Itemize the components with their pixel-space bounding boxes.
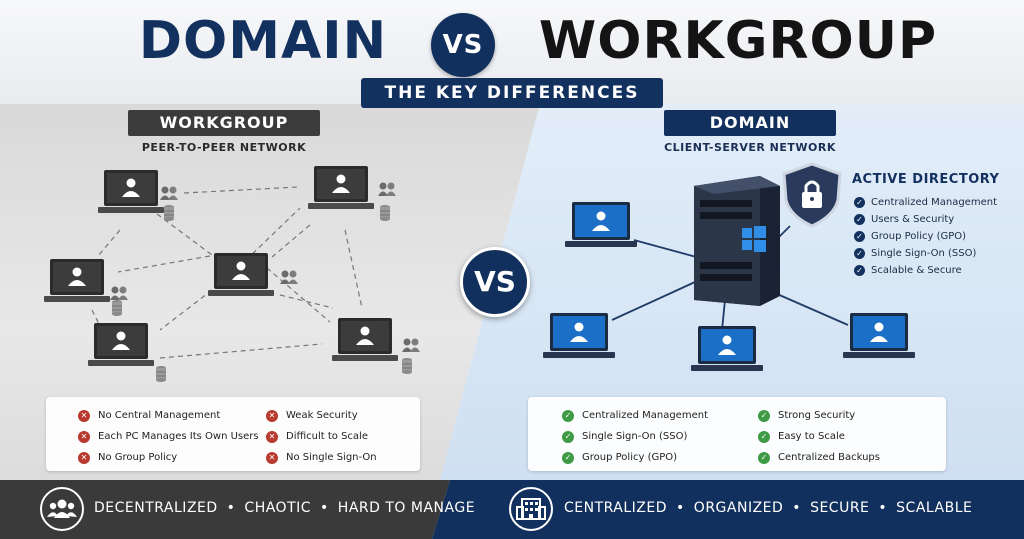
database-icon — [111, 299, 123, 317]
workgroup-sublabel: PEER-TO-PEER NETWORK — [141, 141, 307, 154]
list-item: ✓Scalable & Secure — [854, 262, 997, 279]
vs-badge: VS — [431, 13, 495, 77]
list-item: ✓Centralized Management — [562, 405, 708, 426]
cross-icon: ✕ — [78, 451, 90, 464]
people-icon — [110, 286, 128, 300]
domain-pros-col-1: ✓Centralized Management ✓Single Sign-On … — [562, 405, 708, 468]
list-item: ✕No Single Sign-On — [266, 447, 377, 468]
domain-pc-2 — [543, 313, 615, 358]
people-icon — [378, 182, 396, 196]
active-directory-title: ACTIVE DIRECTORY — [852, 172, 1000, 187]
workgroup-pc-3 — [44, 259, 110, 302]
workgroup-cons-box: ✕No Central Management ✕Each PC Manages … — [46, 397, 420, 471]
list-item: ✓Strong Security — [758, 405, 880, 426]
list-item: ✕No Group Policy — [78, 447, 259, 468]
list-item: ✓Single Sign-On (SSO) — [562, 426, 708, 447]
database-icon — [401, 357, 413, 375]
domain-pros-box: ✓Centralized Management ✓Single Sign-On … — [528, 397, 946, 471]
domain-sublabel: CLIENT-SERVER NETWORK — [664, 141, 836, 154]
list-item: ✓Users & Security — [854, 211, 997, 228]
workgroup-pc-2 — [308, 166, 374, 209]
list-item: ✓Group Policy (GPO) — [854, 228, 997, 245]
vs-center-badge: VS — [460, 247, 530, 317]
workgroup-footer-text: DECENTRALIZED • CHAOTIC • HARD TO MANAGE — [94, 500, 476, 516]
list-item: ✕Weak Security — [266, 405, 377, 426]
database-icon — [163, 204, 175, 222]
people-icon — [402, 338, 420, 352]
check-icon: ✓ — [758, 451, 770, 464]
domain-footer-text: CENTRALIZED • ORGANIZED • SECURE • SCALA… — [564, 500, 973, 516]
workgroup-label: WORKGROUP — [128, 110, 320, 136]
domain-pros-col-2: ✓Strong Security ✓Easy to Scale ✓Central… — [758, 405, 880, 468]
check-icon: ✓ — [854, 197, 865, 208]
list-item: ✓Group Policy (GPO) — [562, 447, 708, 468]
people-icon — [280, 270, 298, 284]
cross-icon: ✕ — [266, 451, 278, 464]
domain-label: DOMAIN — [664, 110, 836, 136]
list-item: ✓Centralized Management — [854, 194, 997, 211]
check-icon: ✓ — [854, 214, 865, 225]
workgroup-cons-col-1: ✕No Central Management ✕Each PC Manages … — [78, 405, 259, 468]
list-item: ✓Centralized Backups — [758, 447, 880, 468]
check-icon: ✓ — [562, 430, 574, 443]
list-item: ✓Single Sign-On (SSO) — [854, 245, 997, 262]
users-group-icon — [40, 487, 84, 531]
cross-icon: ✕ — [78, 430, 90, 443]
list-item: ✓Easy to Scale — [758, 426, 880, 447]
peer-links — [91, 186, 363, 359]
database-icon — [155, 365, 167, 383]
check-icon: ✓ — [758, 409, 770, 422]
check-icon: ✓ — [854, 265, 865, 276]
server-icon — [694, 176, 780, 306]
windows-logo-icon — [742, 226, 766, 252]
workgroup-pc-5 — [88, 323, 154, 366]
cross-icon: ✕ — [78, 409, 90, 422]
office-building-icon — [509, 487, 553, 531]
check-icon: ✓ — [854, 248, 865, 259]
workgroup-cons-col-2: ✕Weak Security ✕Difficult to Scale ✕No S… — [266, 405, 377, 468]
check-icon: ✓ — [562, 409, 574, 422]
list-item: ✕No Central Management — [78, 405, 259, 426]
check-icon: ✓ — [854, 231, 865, 242]
list-item: ✕Each PC Manages Its Own Users — [78, 426, 259, 447]
header: DOMAIN VS WORKGROUP — [0, 0, 1024, 104]
list-item: ✕Difficult to Scale — [266, 426, 377, 447]
domain-pc-3 — [691, 326, 763, 371]
domain-pc-4 — [843, 313, 915, 358]
cross-icon: ✕ — [266, 409, 278, 422]
shield-lock-icon — [782, 162, 842, 228]
title-domain: DOMAIN — [138, 11, 388, 71]
workgroup-pc-4 — [208, 253, 274, 296]
people-icon — [160, 186, 178, 200]
check-icon: ✓ — [562, 451, 574, 464]
subtitle-banner: THE KEY DIFFERENCES — [361, 78, 663, 108]
workgroup-pc-6 — [332, 318, 398, 361]
check-icon: ✓ — [758, 430, 770, 443]
domain-pc-1 — [565, 202, 637, 247]
cross-icon: ✕ — [266, 430, 278, 443]
active-directory-list: ✓Centralized Management ✓Users & Securit… — [854, 194, 997, 279]
database-icon — [379, 204, 391, 222]
title-workgroup: WORKGROUP — [538, 11, 938, 71]
workgroup-pc-1 — [98, 170, 164, 213]
